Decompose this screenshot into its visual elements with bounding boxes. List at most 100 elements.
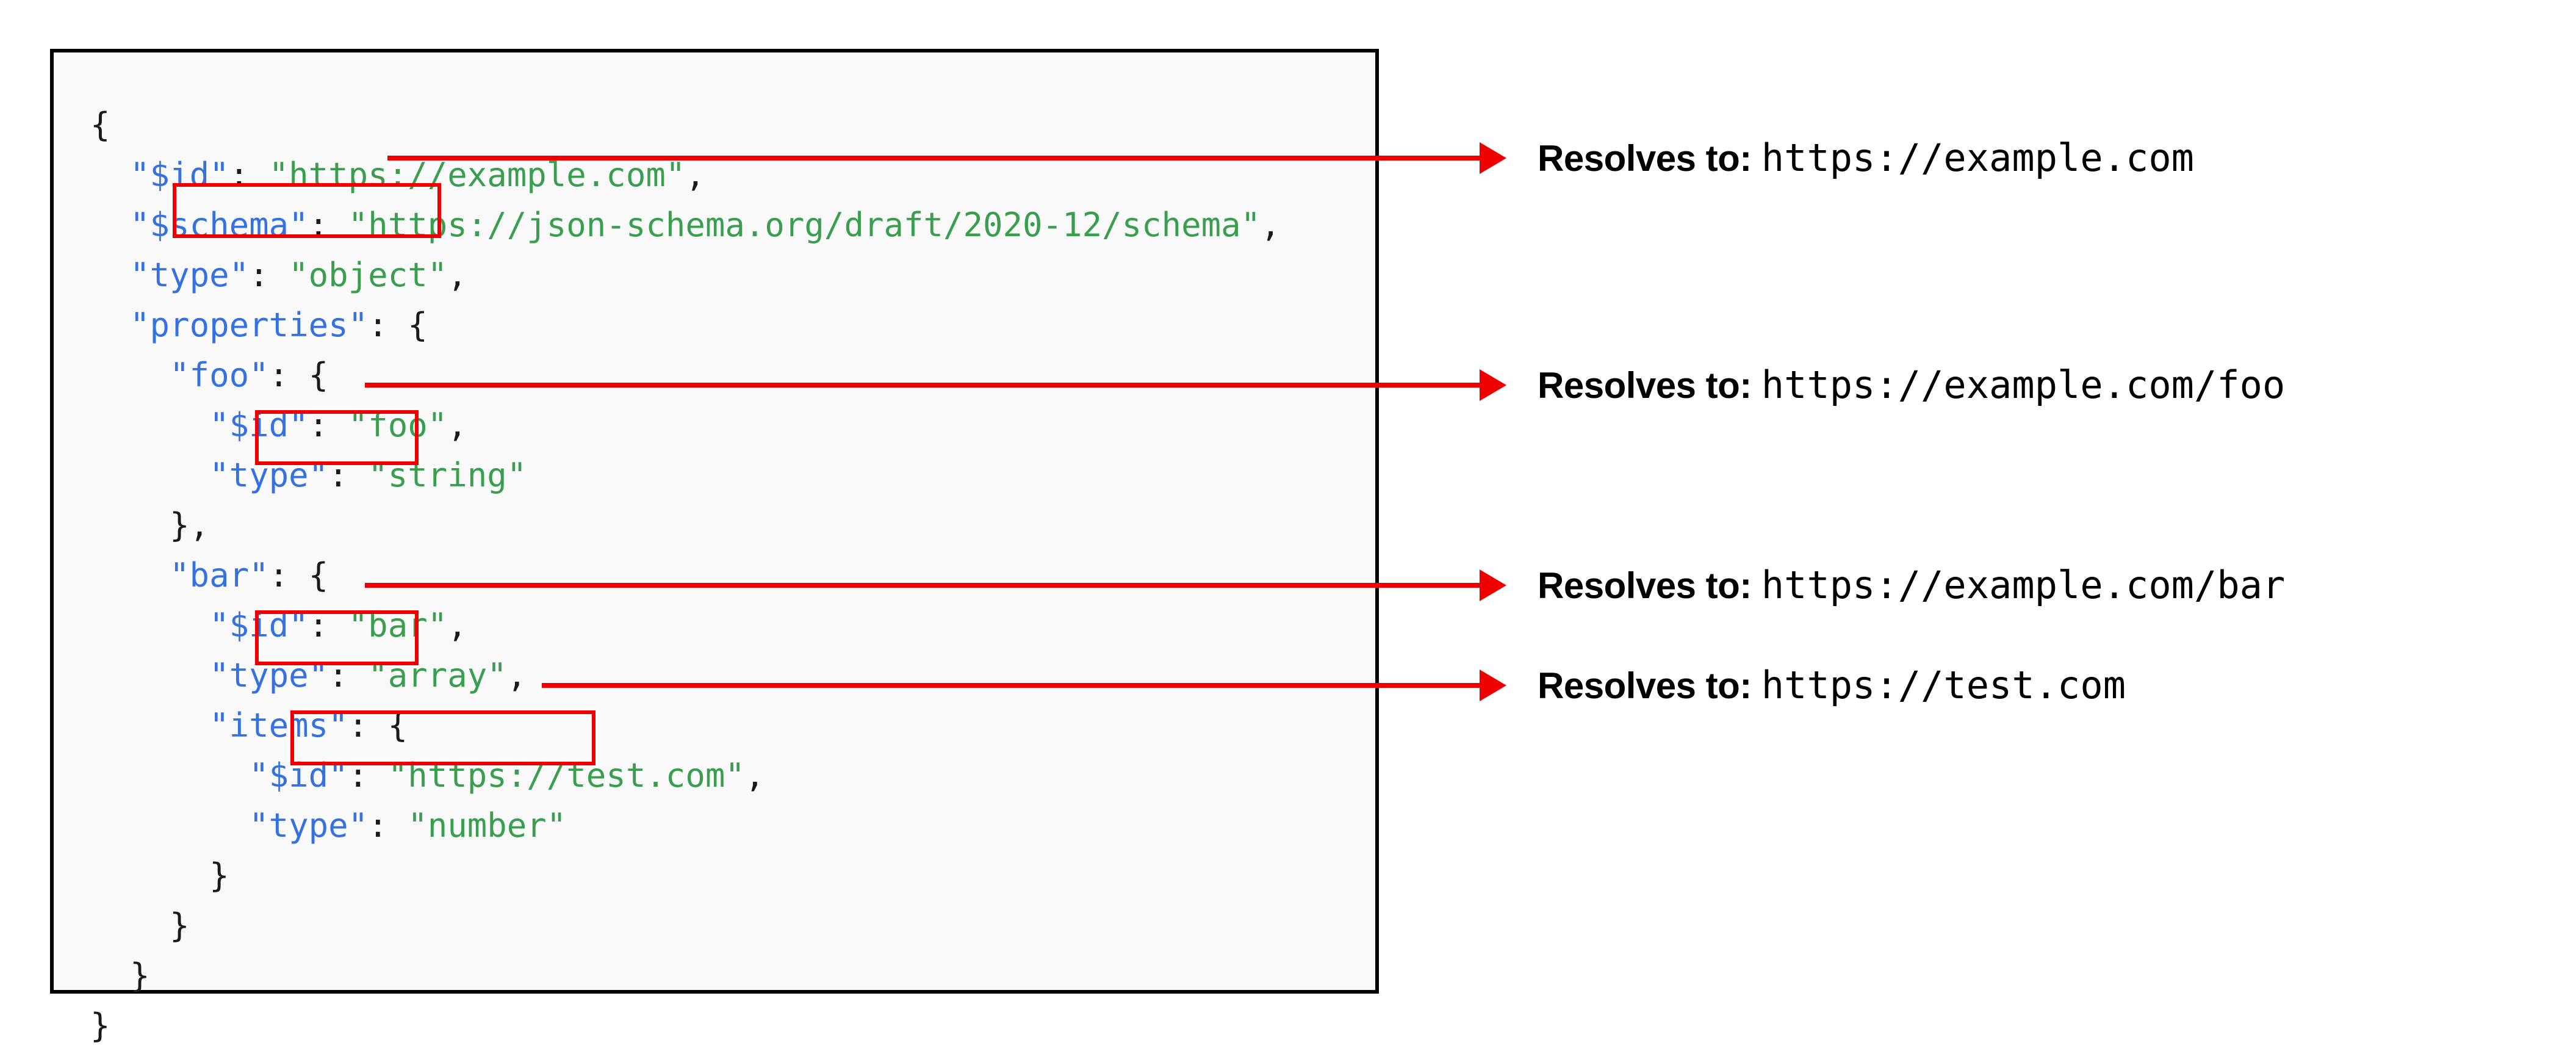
json-punctuation: : — [328, 656, 369, 695]
json-punctuation: : — [308, 206, 348, 244]
json-punctuation: , — [1261, 206, 1281, 244]
code-line: } — [90, 901, 1281, 951]
code-indent — [90, 206, 130, 244]
code-line: "items": { — [90, 701, 1281, 751]
code-line: } — [90, 851, 1281, 901]
code-line: "foo": { — [90, 350, 1281, 400]
code-line: "type": "object", — [90, 250, 1281, 300]
json-key: "type" — [249, 806, 369, 845]
code-indent — [90, 706, 209, 745]
resolved-url: https://example.com — [1761, 135, 2194, 180]
arrow-bar-line — [365, 583, 1480, 588]
json-punctuation: }, — [170, 506, 210, 544]
resolved-url: https://example.com/bar — [1761, 563, 2286, 607]
json-key: "$id" — [130, 156, 229, 194]
json-string: "number" — [408, 806, 567, 845]
json-punctuation: : — [308, 406, 348, 444]
json-key: "type" — [209, 656, 329, 695]
resolve-row: Resolves to:https://example.com/foo — [1538, 363, 2285, 407]
code-indent — [90, 156, 130, 194]
arrow-root-line — [387, 156, 1480, 161]
json-key: "foo" — [170, 356, 269, 394]
json-string: "foo" — [348, 406, 448, 444]
code-line: "$id": "foo", — [90, 400, 1281, 450]
code-indent — [90, 906, 170, 945]
json-code-block: { "$id": "https://example.com", "$schema… — [90, 100, 1281, 1051]
code-line: "type": "number" — [90, 801, 1281, 851]
code-indent — [90, 856, 209, 895]
code-line: } — [90, 951, 1281, 1001]
arrow-foo-head — [1480, 369, 1506, 401]
code-line: "$id": "https://example.com", — [90, 150, 1281, 200]
code-line: } — [90, 1001, 1281, 1051]
code-indent — [90, 656, 209, 695]
code-indent — [90, 256, 130, 294]
json-punctuation: : — [328, 456, 369, 494]
json-string: "https://json-schema.org/draft/2020-12/s… — [348, 206, 1261, 244]
json-key: "type" — [130, 256, 250, 294]
json-punctuation: , — [447, 606, 467, 645]
arrow-root-head — [1480, 142, 1506, 174]
code-line: { — [90, 100, 1281, 150]
code-line: "type": "string" — [90, 450, 1281, 500]
resolved-url: https://example.com/foo — [1761, 363, 2286, 407]
code-indent — [90, 356, 170, 394]
json-key: "$id" — [249, 756, 348, 795]
resolve-row: Resolves to:https://test.com — [1538, 663, 2126, 707]
arrow-items-line — [542, 683, 1480, 688]
code-indent — [90, 956, 130, 995]
json-punctuation: : { — [368, 306, 428, 344]
arrow-foo-line — [365, 383, 1480, 388]
code-indent — [90, 806, 249, 845]
json-punctuation: : — [229, 156, 269, 194]
code-indent — [90, 306, 130, 344]
json-punctuation: , — [506, 656, 527, 695]
json-punctuation: } — [90, 1006, 110, 1045]
resolves-to-label: Resolves to: — [1538, 665, 1752, 706]
json-string: "object" — [289, 256, 448, 294]
code-line: "$schema": "https://json-schema.org/draf… — [90, 200, 1281, 250]
json-punctuation: , — [447, 256, 467, 294]
json-string: "string" — [368, 456, 527, 494]
json-punctuation: : — [348, 756, 388, 795]
json-punctuation: , — [447, 406, 467, 444]
resolves-to-label: Resolves to: — [1538, 565, 1752, 606]
code-indent — [90, 506, 170, 544]
json-key: "properties" — [130, 306, 369, 344]
json-string: "https://test.com" — [387, 756, 745, 795]
resolve-row: Resolves to:https://example.com — [1538, 135, 2194, 180]
code-indent — [90, 406, 209, 444]
json-punctuation: } — [130, 956, 150, 995]
json-punctuation: } — [170, 906, 190, 945]
code-line: "properties": { — [90, 300, 1281, 350]
json-punctuation: : — [249, 256, 289, 294]
resolved-url: https://test.com — [1761, 663, 2126, 707]
json-punctuation: { — [90, 106, 110, 144]
json-key: "items" — [209, 706, 348, 745]
code-indent — [90, 456, 209, 494]
json-punctuation: : — [308, 606, 348, 645]
json-string: "bar" — [348, 606, 448, 645]
json-punctuation: : — [368, 806, 408, 845]
code-line: "$id": "bar", — [90, 601, 1281, 651]
code-line: "bar": { — [90, 551, 1281, 601]
json-punctuation: : { — [268, 356, 329, 394]
code-indent — [90, 606, 209, 645]
json-key: "$schema" — [130, 206, 309, 244]
json-punctuation: : { — [348, 706, 408, 745]
code-line: }, — [90, 500, 1281, 551]
resolve-row: Resolves to:https://example.com/bar — [1538, 563, 2285, 607]
code-line: "$id": "https://test.com", — [90, 751, 1281, 801]
arrow-bar-head — [1480, 569, 1506, 601]
json-key: "$id" — [209, 606, 309, 645]
json-string: "https://example.com" — [268, 156, 686, 194]
resolves-to-label: Resolves to: — [1538, 365, 1752, 406]
json-key: "$id" — [209, 406, 309, 444]
code-line: "type": "array", — [90, 651, 1281, 701]
json-punctuation: } — [209, 856, 229, 895]
arrow-items-head — [1480, 670, 1506, 701]
code-indent — [90, 756, 249, 795]
json-string: "array" — [368, 656, 507, 695]
resolves-to-label: Resolves to: — [1538, 138, 1752, 179]
json-key: "bar" — [170, 556, 269, 594]
